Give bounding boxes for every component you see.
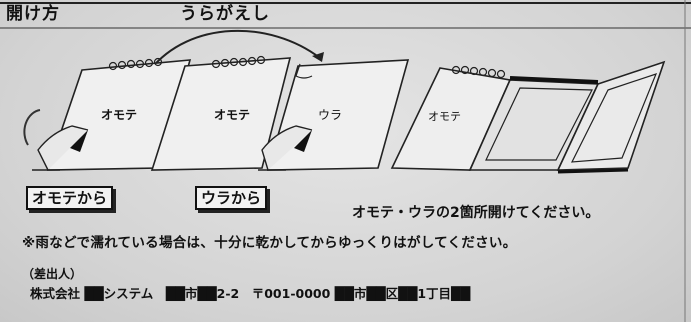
flip-arrowhead bbox=[312, 52, 324, 62]
label-back: ウラ bbox=[318, 108, 343, 122]
sender-address: 株式会社 ██システム ██市██2-2 〒001-0000 ██市██区██1… bbox=[30, 286, 471, 301]
flip-label: うらがえし bbox=[180, 4, 270, 24]
corner-arc bbox=[23, 109, 41, 146]
from-front-button[interactable]: オモテから bbox=[26, 186, 114, 210]
card-back bbox=[258, 59, 410, 171]
sender-heading: （差出人） bbox=[22, 267, 83, 281]
from-back-button[interactable]: ウラから bbox=[195, 186, 268, 210]
label-front-2: オモテ bbox=[214, 108, 251, 122]
card-front-1 bbox=[32, 57, 192, 171]
flip-arc bbox=[149, 29, 321, 71]
caution-note: ※雨などで濡れている場合は、十分に乾かしてからゆっくりはがしてください。 bbox=[22, 235, 517, 251]
label-front-1: オモテ bbox=[101, 108, 138, 122]
instruction-text: オモテ・ウラの2箇所開けてください。 bbox=[352, 205, 600, 221]
card-front-2 bbox=[150, 55, 292, 171]
page-title: 開け方 bbox=[6, 4, 60, 24]
card-open bbox=[390, 60, 666, 174]
label-open: オモテ bbox=[428, 110, 461, 123]
